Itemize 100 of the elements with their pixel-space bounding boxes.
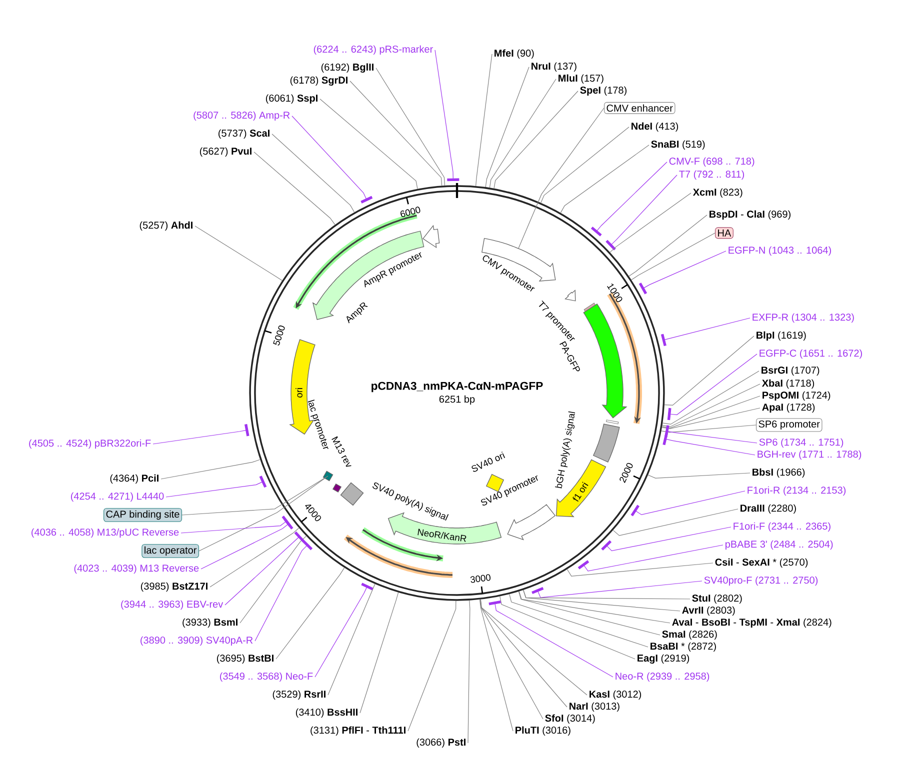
leader-line [314,582,374,678]
leader-line [494,90,578,189]
primer-label: F1ori-F (2344 .. 2365) [734,522,830,532]
feature-block: M13 rev [332,436,352,493]
site-label: (3695) BstBI [216,654,274,664]
leader-line [664,336,754,406]
leader-line [408,600,456,732]
site-label: BbsI (1966) [752,468,805,478]
leader-line [276,568,345,660]
leader-line [166,476,267,498]
leader-line [480,599,568,708]
site-label: (4364) PciI [110,474,158,484]
site-label: (3529) RsrII [272,690,326,700]
leader-line [612,508,738,536]
site-label: (3985) BstZ17I [140,582,208,592]
leader-line [210,528,300,588]
leader-line [518,108,604,249]
site-label: EagI (2919) [638,654,690,664]
tick-label: 2000 [620,462,633,483]
site-label: NruI (137) [532,62,576,72]
leader-line [661,424,756,433]
feature-label: lac operator [142,544,199,558]
leader-line [518,591,660,636]
tick-label: 6000 [400,206,420,218]
node-label: SV40 ori [472,452,506,472]
leader-line [476,54,492,186]
leader-line [292,116,373,204]
site-label: BlpI (1619) [756,331,806,341]
site-label: BsaBI* (2872) [650,642,716,652]
leader-line [194,226,282,281]
site-label: XcmI (823) [692,188,742,198]
primer-label: pBABE 3' (2484 .. 2504) [726,540,833,550]
site-label: AvaI - BsoBI - TspMI - XmaI (2824) [672,618,832,628]
leader-line [500,596,636,660]
primer-label: EGFP-C (1651 .. 1672) [760,349,862,359]
primer-label: CMV-F (698 .. 718) [669,157,754,167]
leader-line [328,584,376,696]
leader-line [610,192,692,252]
site-label: BsrGI (1707) [762,366,820,376]
feature-label: HA [715,227,734,239]
leader-line [350,80,442,186]
leader-line [480,599,544,720]
primer-label: EXFP-R (1304 .. 1323) [752,313,854,323]
primer-label: (4505 .. 4524) pBR322ori-F [29,439,151,449]
leader-line [648,472,750,478]
leader-line [489,78,556,188]
site-label: ApaI (1728) [762,403,815,413]
primer-label: (4036 .. 4058) M13/pUC Reverse [32,528,179,538]
site-label: MfeI (90) [494,49,534,59]
primer-label: SP6 (1734 .. 1751) [759,438,844,448]
leader-line [485,66,530,188]
leader-line [532,580,702,598]
feature-label: CAP binding site [104,508,182,522]
site-label: (5737) ScaI [218,129,270,139]
site-label: BspDI - ClaI (969) [710,210,790,220]
leader-line [566,562,714,577]
site-label: (5627) PvuI [200,147,252,157]
site-label: KasI (3012) [590,690,642,700]
leader-line [182,476,328,516]
leader-line [272,134,355,212]
leader-line [628,214,708,276]
leader-line [320,98,418,190]
primer-label: (4254 .. 4271) L4440 [71,492,164,502]
site-label: (5257) AhdI [140,221,192,231]
site-label: NdeI (413) [632,122,678,132]
feature-label: SP6 promoter [756,418,822,432]
leader-line [509,594,648,648]
site-label: NarI (3013) [570,702,620,712]
site-label: (3410) BssHII [296,708,358,718]
leader-line [638,250,726,294]
leader-line [523,590,680,612]
site-label: SpeI (178) [580,86,626,96]
site-label: XbaI (1718) [762,379,814,389]
primer-label: (3944 .. 3963) EBV-rev [121,600,224,610]
site-label: (3933) BsmI [182,618,238,628]
primer-label: (6224 .. 6243) pRS-marker [314,45,433,55]
leader-line [488,600,614,678]
primer-label: EGFP-N (1043 .. 1064) [728,246,831,256]
plasmid-ring [249,183,665,601]
primer-label: Neo-R (2939 .. 2958) [616,672,710,682]
leader-line [518,591,670,624]
leader-line [540,126,630,203]
primer-label: (5807 .. 5826) Amp-R [194,111,290,121]
leader-line [578,544,724,572]
site-label: (3066) PstI [416,738,466,748]
leader-line [560,144,650,213]
leader-line [468,600,470,744]
leader-line [662,370,760,424]
site-label: DraIII (2280) [740,504,796,514]
site-label: SnaBI (519) [651,140,705,150]
leader-line [667,354,758,420]
leader-line [606,174,678,250]
site-label: (6061) SspI [266,94,318,104]
leader-line [630,490,746,516]
leader-line [662,408,760,429]
leader-line [662,396,760,428]
feature-label: CMV enhancer [604,102,676,114]
leader-line [662,384,760,427]
primer-label: T7 (792 .. 811) [679,170,744,180]
primer-label: F1ori-R (2134 .. 2153) [748,486,846,496]
